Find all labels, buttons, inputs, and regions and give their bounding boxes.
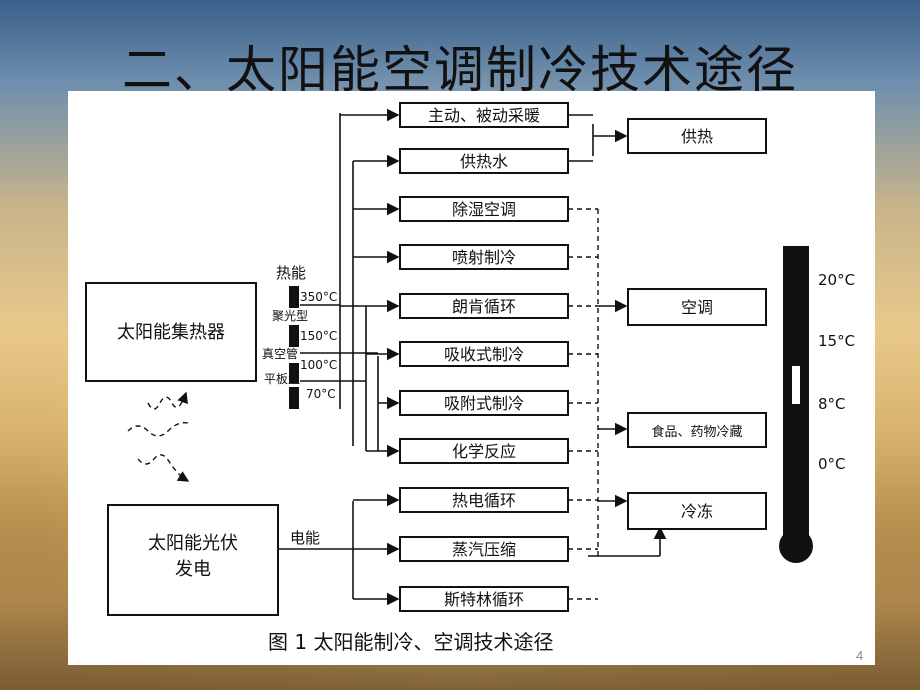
technology-pathway-diagram: 太阳能集热器 太阳能光伏 发电 热能 350°C 聚光型 150°C 真空管 1…	[85, 102, 855, 654]
method-label: 吸附式制冷	[444, 394, 524, 413]
label-70: 70°C	[306, 387, 336, 401]
method-label: 供热水	[460, 152, 508, 171]
method-box	[399, 536, 569, 562]
solar-collector-box	[85, 282, 257, 382]
method-label: 化学反应	[452, 442, 516, 461]
diagram-figure: 太阳能集热器 太阳能光伏 发电 热能 350°C 聚光型 150°C 真空管 1…	[68, 91, 875, 665]
method-label: 蒸汽压缩	[452, 540, 516, 559]
method-label: 斯特林循环	[444, 590, 524, 609]
sunray-1	[127, 421, 189, 437]
solar-pv-box	[107, 504, 279, 616]
collector-concentrating-bar	[289, 286, 299, 308]
method-label: 朗肯循环	[452, 297, 516, 316]
figure-caption: 图 1 太阳能制冷、空调技术途径	[268, 630, 553, 654]
label-150: 150°C	[300, 329, 337, 343]
method-boxes: 主动、被动采暖供热水除湿空调喷射制冷朗肯循环吸收式制冷吸附式制冷化学反应热电循环…	[340, 102, 598, 612]
label-electric-energy: 电能	[290, 529, 320, 547]
collector-flat-bar	[289, 363, 299, 383]
method-box	[399, 341, 569, 367]
method-box	[399, 293, 569, 319]
method-box	[399, 148, 569, 174]
method-label: 除湿空调	[452, 200, 516, 219]
thermometer-tick-15: 15°C	[818, 332, 855, 350]
method-label: 喷射制冷	[452, 248, 516, 267]
sunray-3	[137, 454, 190, 482]
label-350: 350°C	[300, 290, 337, 304]
collector-low-bar	[289, 387, 299, 409]
output-label: 食品、药物冷藏	[651, 424, 742, 440]
output-label: 供热	[681, 127, 713, 146]
label-100: 100°C	[300, 358, 337, 372]
output-box	[627, 492, 767, 530]
output-box	[627, 288, 767, 326]
thermometer-bulb	[779, 529, 813, 563]
output-box	[627, 118, 767, 154]
thermometer-highlight	[792, 366, 800, 404]
thermometer-tick-8: 8°C	[818, 395, 846, 413]
label-heat-energy: 热能	[276, 264, 306, 282]
collector-vacuum-bar	[289, 325, 299, 347]
method-label: 主动、被动采暖	[428, 106, 540, 125]
method-label: 热电循环	[452, 491, 516, 510]
method-box	[399, 487, 569, 513]
label-concentrating: 聚光型	[272, 309, 308, 323]
label-vacuum-tube: 真空管	[262, 346, 298, 361]
thermometer-tick-0: 0°C	[818, 455, 846, 473]
output-box	[627, 412, 767, 448]
solar-collector-label: 太阳能集热器	[117, 322, 225, 343]
solar-pv-label-2: 发电	[175, 559, 211, 580]
slide-title: 二、太阳能空调制冷技术途径	[122, 41, 798, 99]
method-box	[399, 102, 569, 128]
method-box	[399, 244, 569, 270]
sunray-2	[147, 391, 188, 410]
page-number: 4	[856, 648, 864, 663]
method-label: 吸收式制冷	[444, 345, 524, 364]
solar-pv-label-1: 太阳能光伏	[148, 533, 238, 554]
thermometer-tick-20: 20°C	[818, 271, 855, 289]
output-label: 空调	[681, 298, 713, 317]
label-flat-plate: 平板型	[264, 372, 300, 386]
output-label: 冷冻	[681, 502, 713, 521]
